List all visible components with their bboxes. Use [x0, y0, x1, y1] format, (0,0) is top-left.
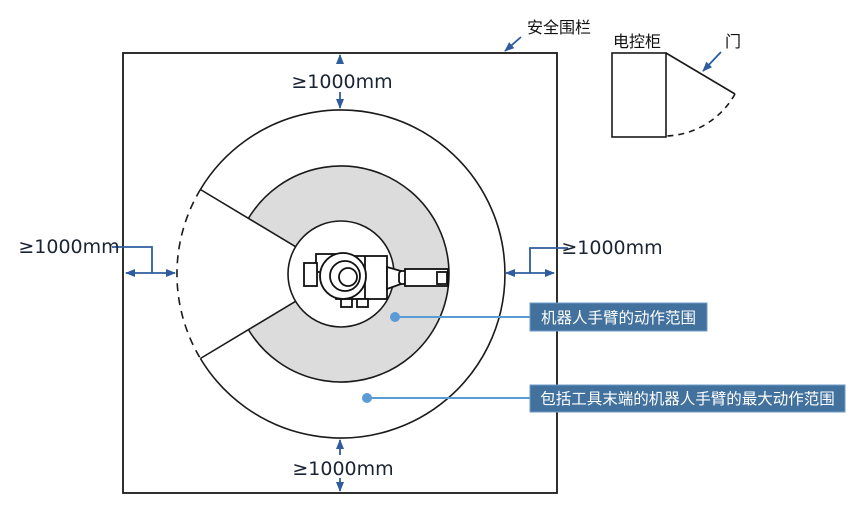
safety-fence-arrow	[504, 36, 522, 52]
arm-range-gray-annulus	[248, 166, 449, 382]
wedge-lower-line	[199, 300, 297, 360]
safety-fence-label: 安全围栏	[527, 18, 591, 37]
dimension-top-text: ≥1000mm	[291, 71, 392, 93]
safety-fence-outline	[122, 52, 558, 494]
robot-top-view	[303, 252, 449, 308]
arm-range-leader-dot	[390, 312, 400, 322]
wedge-upper-line	[199, 188, 297, 248]
dimension-bottom-text: ≥1000mm	[292, 458, 393, 480]
max-range-circle-dashed	[176, 189, 202, 359]
control-cabinet-outline	[611, 52, 667, 138]
control-cabinet-label: 电控柜	[613, 32, 661, 51]
callout-max-range: 包括工具末端的机器人手臂的最大动作范围	[362, 384, 846, 413]
dimension-left	[112, 246, 176, 277]
arm-range-outline	[247, 165, 450, 383]
dimension-right	[505, 247, 568, 277]
arm-range-callout-box	[529, 302, 708, 332]
max-range-leader-dot	[362, 393, 372, 403]
dimension-right-text: ≥1000mm	[561, 237, 662, 259]
door-swing-arc	[666, 93, 736, 137]
max-range-callout-text: 包括工具末端的机器人手臂的最大动作范围	[540, 390, 835, 408]
max-range-circle-solid	[199, 109, 506, 439]
door-arrow	[702, 51, 722, 72]
callout-arm-range: 机器人手臂的动作范围	[390, 302, 708, 332]
door-open-line	[665, 52, 736, 95]
door-label: 门	[725, 32, 741, 51]
max-range-callout-box	[529, 384, 846, 413]
arm-range-callout-text: 机器人手臂的动作范围	[541, 309, 696, 327]
dimension-left-text: ≥1000mm	[18, 236, 119, 258]
